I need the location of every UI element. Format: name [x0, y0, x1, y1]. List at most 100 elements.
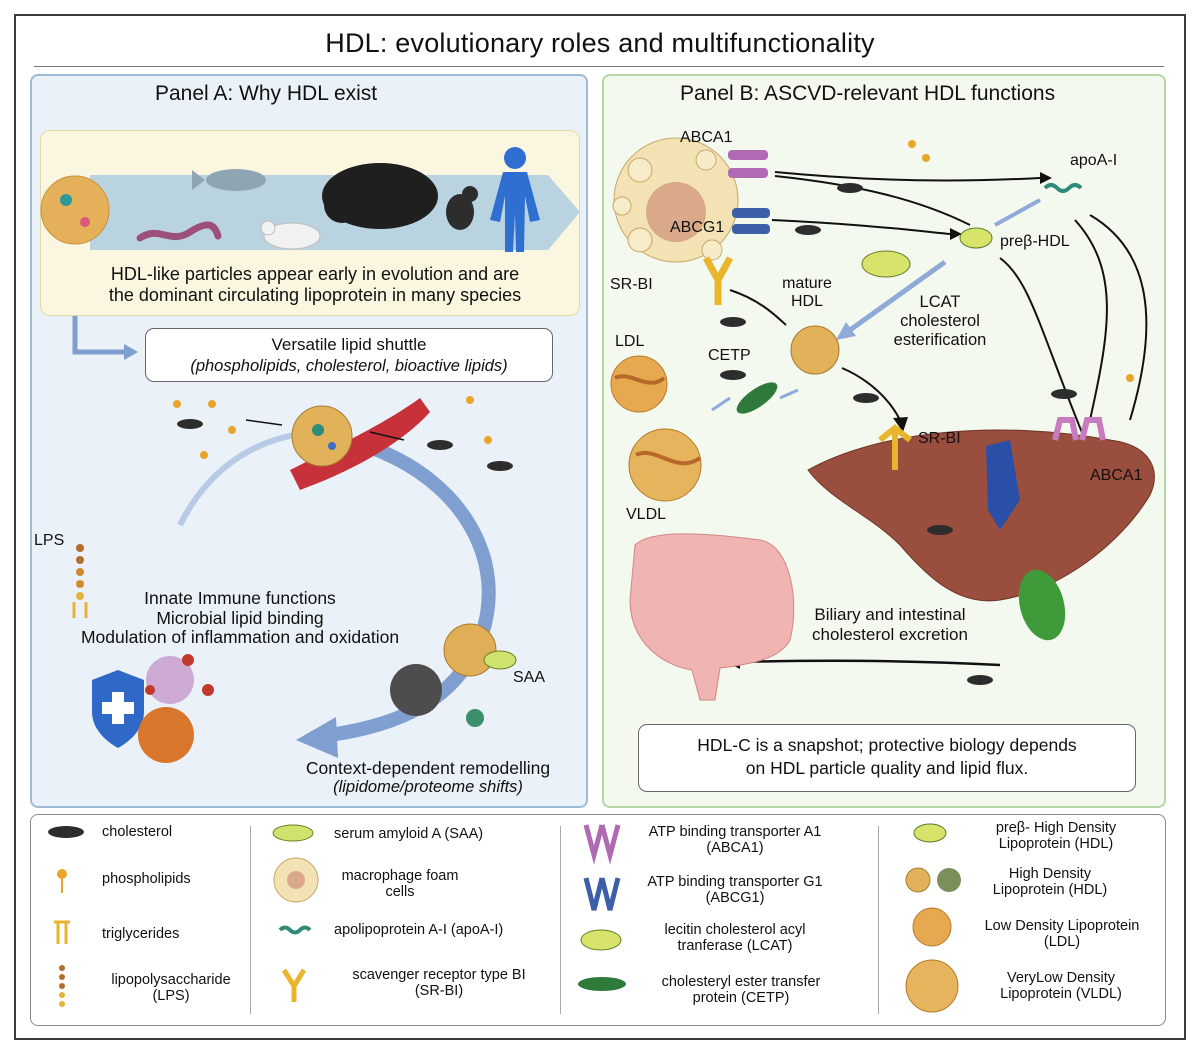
remodelling-line-1: Context-dependent remodelling — [305, 758, 551, 778]
abca1-transporter-icon — [728, 168, 768, 178]
legend-saa: serum amyloid A (SAA) — [334, 826, 484, 842]
excretion-line-1: Biliary and intestinal — [814, 605, 966, 624]
legend-srbi-icon — [281, 968, 307, 1002]
remodelled-hdl-particle-icon — [390, 664, 442, 716]
legend-foam-line-1: macrophage foam — [341, 868, 459, 884]
liver-srbi-icon — [878, 424, 912, 470]
lcat-icon — [861, 250, 911, 278]
foam-cell-nucleus — [646, 182, 706, 242]
legend-divider — [878, 826, 879, 1014]
human-head — [504, 147, 526, 169]
ldl-label: LDL — [615, 333, 645, 350]
liver-abca1-arrow — [1074, 219, 1108, 421]
excretion-arrow — [734, 659, 1001, 667]
abca1-label: ABCA1 — [680, 129, 733, 146]
early-hdl-particle-icon — [40, 175, 110, 245]
legend-foam-cells: macrophage foam cells — [330, 868, 470, 901]
liver-srbi-label: SR-BI — [918, 430, 961, 447]
immune-line-2: Microbial lipid binding — [156, 607, 324, 628]
legend-vldl: VeryLow Density Lipoprotein (VLDL) — [976, 970, 1146, 1003]
shield-cross — [102, 702, 134, 714]
rat-head — [260, 220, 276, 236]
legend-vldl-icon — [905, 959, 959, 1013]
vena-cava-icon — [986, 440, 1020, 530]
ldl-particle-icon — [610, 355, 668, 413]
legend-hdl-line-2: Lipoprotein (HDL) — [992, 882, 1108, 899]
shuttle-connector-arrow — [72, 316, 125, 355]
arrow-head — [124, 344, 138, 360]
legend-abcg1-icon — [583, 877, 621, 911]
lps-label: LPS — [34, 532, 65, 549]
liver-uptake-arrow — [841, 367, 901, 421]
abca1-transporter-icon — [728, 150, 768, 160]
intestine-icon — [629, 533, 795, 701]
legend-apoai: apolipoprotein A-I (apoA-I) — [334, 922, 504, 938]
legend-prebeta-line-1: preβ- High Density — [995, 820, 1117, 836]
phospholipid-icons — [908, 140, 1134, 382]
immune-functions-text: Innate Immune functions Microbial lipid … — [30, 588, 450, 648]
panel-a-title: Panel A: Why HDL exist — [155, 82, 378, 105]
legend-abcg1: ATP binding transporter G1 (ABCG1) — [630, 874, 840, 907]
legend-lps-icon — [59, 965, 65, 1007]
hdl-c-note-line-1: HDL-C is a snapshot; protective biology … — [697, 735, 1077, 755]
exchange-arrow — [369, 431, 405, 441]
liver-prebeta-arrow — [999, 257, 1086, 441]
abcg1-transporter-icon — [732, 224, 770, 234]
gallbladder-icon — [1018, 569, 1066, 641]
legend-cetp-line-2: protein (CETP) — [692, 990, 790, 1007]
legend-phospholipids: phospholipids — [102, 871, 191, 887]
apoai-icon — [1043, 183, 1083, 193]
lcat-line-2: cholesterol — [900, 311, 980, 330]
abcg1-transporter-icon — [732, 208, 770, 218]
lcat-text: LCAT cholesterol esterification — [880, 293, 1000, 350]
legend-lcat: lecitin cholesterol acyl tranferase (LCA… — [630, 922, 840, 955]
legend-ldl: Low Density Lipoprotein (LDL) — [962, 918, 1162, 951]
central-hdl-particle-icon — [291, 405, 353, 467]
legend-srbi: scavenger receptor type BI (SR-BI) — [328, 967, 550, 1000]
legend-saa-icon — [272, 824, 314, 842]
worm-icon — [136, 221, 222, 242]
lipid-shuttle-title: Versatile lipid shuttle — [271, 335, 427, 354]
cholesterol-icons — [720, 183, 1077, 685]
cetp-arrow — [779, 388, 799, 400]
mature-hdl-line-2: HDL — [790, 293, 823, 311]
legend-ldl-line-1: Low Density Lipoprotein — [984, 918, 1140, 934]
prebeta-hdl-icon — [959, 227, 993, 249]
legend-vldl-line-1: VeryLow Density — [1007, 970, 1115, 986]
cetp-icon — [736, 382, 778, 414]
legend-abca1: ATP binding transporter A1 (ABCA1) — [630, 824, 840, 857]
panel-b-title: Panel B: ASCVD-relevant HDL functions — [680, 82, 1056, 105]
liver-abca1-label: ABCA1 — [1090, 467, 1143, 484]
mature-hdl-icon — [790, 325, 840, 375]
excretion-line-2: cholesterol excretion — [812, 624, 968, 644]
legend-abcg1-line-1: ATP binding transporter G1 — [647, 874, 823, 890]
cycle-arrow-head — [296, 717, 338, 758]
legend-cholesterol: cholesterol — [102, 824, 173, 840]
legend-apoai-icon — [278, 925, 312, 935]
liver-abca1-icon — [1052, 417, 1106, 441]
saa-label: SAA — [513, 669, 546, 686]
macrophage-icon — [146, 656, 194, 704]
lipid-shuttle-box: Versatile lipid shuttle (phospholipids, … — [145, 328, 553, 382]
abcg1-efflux-arrow — [771, 219, 951, 235]
saa-hdl-particle-icon — [443, 623, 497, 677]
hdl-c-note-line-2: on HDL particle quality and lipid flux. — [745, 758, 1029, 778]
legend-cetp-icon — [578, 977, 626, 991]
phospholipid-icons — [173, 396, 492, 459]
legend-triglycerides: triglycerides — [102, 926, 180, 942]
efflux-arrow — [774, 175, 971, 226]
immune-line-1: Innate Immune functions — [144, 588, 336, 608]
chimpanzee-icon — [446, 194, 474, 230]
legend-lcat-line-2: tranferase (LCAT) — [677, 938, 793, 955]
legend-prebeta-hdl: preβ- High Density Lipoprotein (HDL) — [966, 820, 1146, 853]
mature-hdl-line-1: mature — [782, 275, 832, 292]
pathogen-icons — [145, 654, 214, 696]
legend-phospholipid-icon — [57, 869, 67, 879]
legend-cetp-line-1: cholesteryl ester transfer — [661, 974, 821, 990]
virus-icon — [138, 707, 194, 763]
legend-prebeta-hdl-icon — [913, 823, 947, 843]
particle-dot — [328, 442, 336, 450]
legend-lcat-icon — [580, 929, 622, 951]
cetp-label: CETP — [708, 347, 751, 364]
lps-icon — [72, 544, 88, 618]
